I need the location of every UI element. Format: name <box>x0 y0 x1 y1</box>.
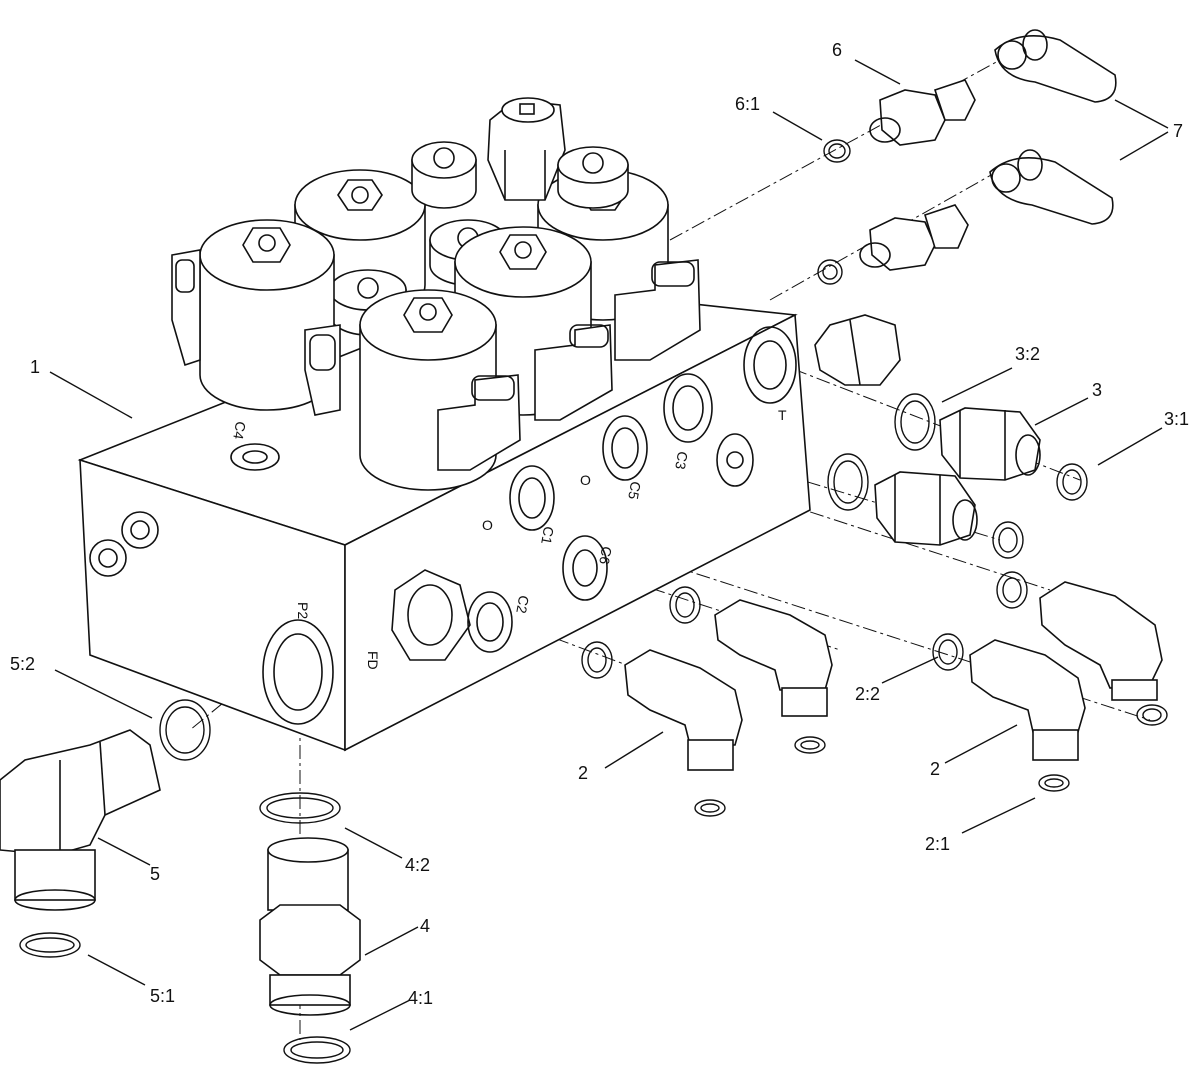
callout-3: 3 <box>1092 380 1102 400</box>
elbow-2-left <box>624 649 743 771</box>
callout-1: 1 <box>30 357 40 377</box>
dust-caps-7 <box>989 29 1117 225</box>
callout-labels: 1 2 2 2:1 2:2 3 3:1 3:2 4 4:1 4:2 5 5:1 … <box>10 40 1189 1008</box>
port-label-c1: C1 <box>538 525 557 546</box>
fitting-6-lower <box>859 204 969 271</box>
callout-4: 4 <box>420 916 430 936</box>
callout-3-1: 3:1 <box>1164 409 1189 429</box>
port-label-fd: FD <box>365 651 381 670</box>
port-label-c3: C3 <box>672 450 691 471</box>
tank-elbow <box>814 314 901 386</box>
o-ring-5-1 <box>19 932 81 958</box>
port-label-o1: O <box>482 517 493 533</box>
callout-2-right: 2 <box>930 759 940 779</box>
callout-6: 6 <box>832 40 842 60</box>
o-ring-5-2 <box>159 699 211 761</box>
port-label-p2: P2 <box>295 602 311 619</box>
callout-4-2: 4:2 <box>405 855 430 875</box>
port-label-c4: C4 <box>230 420 249 441</box>
o-rings <box>19 139 1168 1064</box>
port-label-o2: O <box>580 472 591 488</box>
o-ring-4-1 <box>283 1036 351 1064</box>
port-label-c2: C2 <box>513 594 532 615</box>
callout-5: 5 <box>150 864 160 884</box>
callout-6-1: 6:1 <box>735 94 760 114</box>
callout-4-1: 4:1 <box>408 988 433 1008</box>
o-ring-2-1 <box>1038 774 1070 792</box>
fitting-3-upper <box>939 407 1041 481</box>
o-ring-6-1-lower <box>817 259 843 285</box>
o-ring-3-1-lower <box>992 521 1024 559</box>
fitting-4 <box>259 837 361 1016</box>
port-label-t: T <box>778 407 787 423</box>
solenoid-coils <box>171 97 701 491</box>
relief-valve <box>487 97 566 201</box>
o-ring-2-1-left <box>694 799 726 817</box>
elbow-2-right <box>969 639 1086 761</box>
small-cartridge-b <box>557 146 629 209</box>
callout-2-1: 2:1 <box>925 834 950 854</box>
port-labels: P2 FD C2 C1 O C6 C5 O C3 T C4 <box>230 407 787 670</box>
callout-3-2: 3:2 <box>1015 344 1040 364</box>
callout-2-left: 2 <box>578 763 588 783</box>
fitting-3-lower <box>874 471 978 546</box>
port-label-c6: C6 <box>596 545 615 566</box>
o-ring-3-2-lower <box>827 453 869 511</box>
fitting-6-upper <box>869 79 976 146</box>
leader-lines <box>49 59 1169 1031</box>
elbow-5 <box>0 729 161 911</box>
o-ring-3-2 <box>894 393 936 451</box>
o-ring-4-2 <box>259 792 341 824</box>
coil-front-main <box>304 289 521 491</box>
small-cartridge-a <box>411 141 477 209</box>
callout-5-1: 5:1 <box>150 986 175 1006</box>
port-label-c5: C5 <box>625 480 644 501</box>
coil-front-left <box>171 219 335 411</box>
callout-5-2: 5:2 <box>10 654 35 674</box>
o-ring-6-1 <box>823 139 851 163</box>
elbow-2-far-right <box>1039 581 1163 701</box>
callout-2-2: 2:2 <box>855 684 880 704</box>
callout-7: 7 <box>1173 121 1183 141</box>
o-ring-2-2 <box>932 633 964 671</box>
elbow-2-center <box>714 599 833 717</box>
coil-front-right-connector <box>614 259 701 361</box>
o-ring-3-1 <box>1056 463 1088 501</box>
